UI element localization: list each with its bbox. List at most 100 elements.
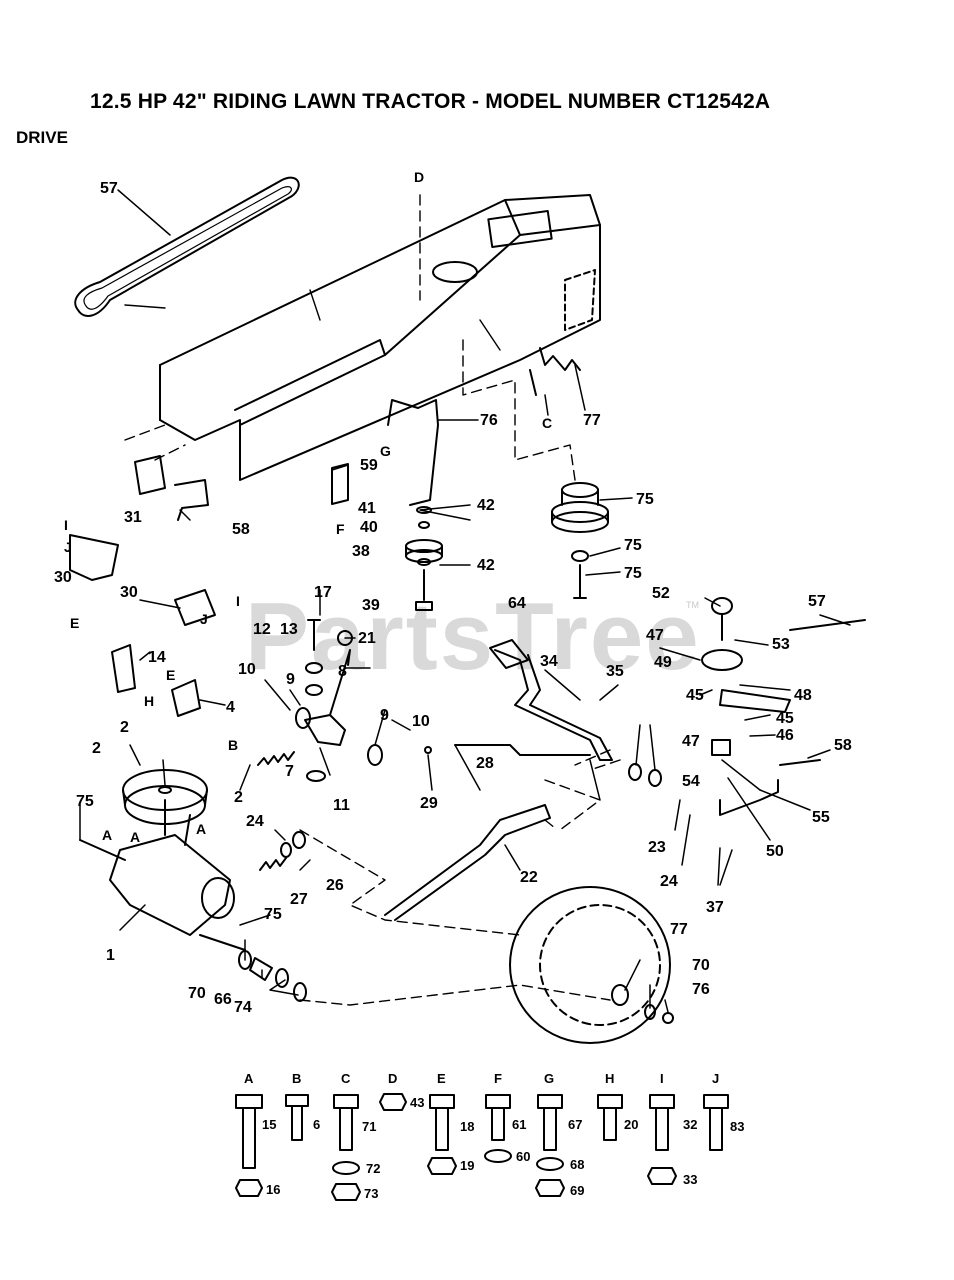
hardware-drawings — [235, 1093, 729, 1201]
callout: 40 — [360, 519, 378, 536]
bracket-30-lower — [174, 589, 216, 626]
ref-letter: A — [102, 827, 112, 843]
callout: 22 — [520, 869, 538, 886]
callout: 49 — [654, 654, 672, 671]
ref-letter: A — [130, 829, 140, 845]
callout-labels: 57 31 58 59 76 77 41 40 38 39 42 42 75 7… — [54, 180, 852, 1016]
callout: 75 — [624, 537, 642, 554]
rear-wheel — [509, 886, 674, 1044]
grip-62 — [489, 639, 529, 669]
callout: 58 — [834, 737, 852, 754]
hw-number: 16 — [266, 1182, 280, 1197]
bracket-17 — [111, 644, 136, 693]
callout: 70 — [188, 985, 206, 1002]
callout: 24 — [246, 813, 264, 830]
callout: 39 — [362, 597, 380, 614]
hw-number: 33 — [683, 1172, 697, 1187]
callout: 17 — [314, 584, 332, 601]
washer-23 — [280, 842, 292, 858]
frame — [159, 194, 601, 481]
callout: 2 — [120, 719, 129, 736]
callout: 45 — [776, 710, 794, 727]
hw-number: 19 — [460, 1158, 474, 1173]
washer-75b — [275, 968, 289, 988]
washer-12 — [305, 684, 323, 696]
letter-refs: D C G F E E H B A A A J I J I — [64, 169, 552, 845]
pad-47 — [701, 649, 743, 671]
callout: 21 — [358, 630, 376, 647]
hw-letter: D — [388, 1071, 397, 1086]
hw-letter: G — [544, 1071, 554, 1086]
callout: 4 — [226, 699, 235, 716]
callout: 8 — [338, 663, 347, 680]
callout: 75 — [636, 491, 654, 508]
lever-48 — [719, 689, 791, 713]
hardware-legend: A B C D E F G H I J 15 16 6 71 72 73 43 … — [244, 1071, 744, 1201]
callout: 30 — [54, 569, 72, 586]
ref-letter: D — [414, 169, 424, 185]
hw-letter: B — [292, 1071, 301, 1086]
callout: 24 — [660, 873, 678, 890]
shift-rod-22 — [384, 804, 551, 921]
callout: 23 — [648, 839, 666, 856]
hw-number: 60 — [516, 1149, 530, 1164]
callout: 2 — [234, 789, 243, 806]
callout: 10 — [412, 713, 430, 730]
bolt-13 — [307, 619, 321, 651]
ref-letter: E — [166, 667, 175, 683]
ref-letter: G — [380, 443, 391, 459]
callout: 28 — [476, 755, 494, 772]
callout: 42 — [477, 557, 495, 574]
ref-letter: J — [200, 611, 208, 627]
callout: 57 — [100, 180, 118, 197]
spring-2 — [257, 751, 295, 766]
pin-29 — [424, 746, 432, 754]
washer-75c — [293, 982, 307, 1002]
bushing-36a — [628, 763, 642, 781]
ref-letter: A — [196, 821, 206, 837]
callout: 75 — [76, 793, 94, 810]
callout: 1 — [106, 947, 115, 964]
hw-number: 71 — [362, 1119, 376, 1134]
callout: 46 — [776, 727, 794, 744]
callout: 55 — [812, 809, 830, 826]
ref-letter: B — [228, 737, 238, 753]
washer-24 — [292, 831, 306, 849]
hw-number: 83 — [730, 1119, 744, 1134]
hw-letter: F — [494, 1071, 502, 1086]
hw-number: 15 — [262, 1117, 276, 1132]
ref-letter: I — [64, 517, 68, 533]
callout: 11 — [333, 797, 350, 814]
bellcrank-7 — [304, 649, 351, 746]
callout: 76 — [692, 981, 710, 998]
hw-number: 43 — [410, 1095, 424, 1110]
callout: 26 — [326, 877, 344, 894]
hw-letter: C — [341, 1071, 351, 1086]
ref-letter: I — [236, 593, 240, 609]
callout: 35 — [606, 663, 624, 680]
hw-number: 72 — [366, 1161, 380, 1176]
callout: 75 — [264, 906, 282, 923]
callout: 50 — [766, 843, 784, 860]
callout: 47 — [682, 733, 700, 750]
washer-9-left — [295, 707, 311, 729]
callout: 58 — [232, 521, 250, 538]
hw-letter: E — [437, 1071, 446, 1086]
ref-letter: E — [70, 615, 79, 631]
callout: 27 — [290, 891, 308, 908]
spacer-74 — [249, 957, 273, 981]
callout: 47 — [646, 627, 664, 644]
callout: 76 — [480, 412, 498, 429]
section-title: DRIVE — [16, 128, 68, 147]
bracket-31 — [134, 455, 166, 495]
callout: 14 — [148, 649, 166, 666]
washer-11 — [306, 770, 326, 782]
hw-number: 69 — [570, 1183, 584, 1198]
callout: 38 — [352, 543, 370, 560]
screw-64 — [573, 564, 587, 599]
callout: 57 — [808, 593, 826, 610]
callout: 70 — [692, 957, 710, 974]
callout: 64 — [508, 595, 526, 612]
watermark-tm: TM — [686, 600, 699, 610]
